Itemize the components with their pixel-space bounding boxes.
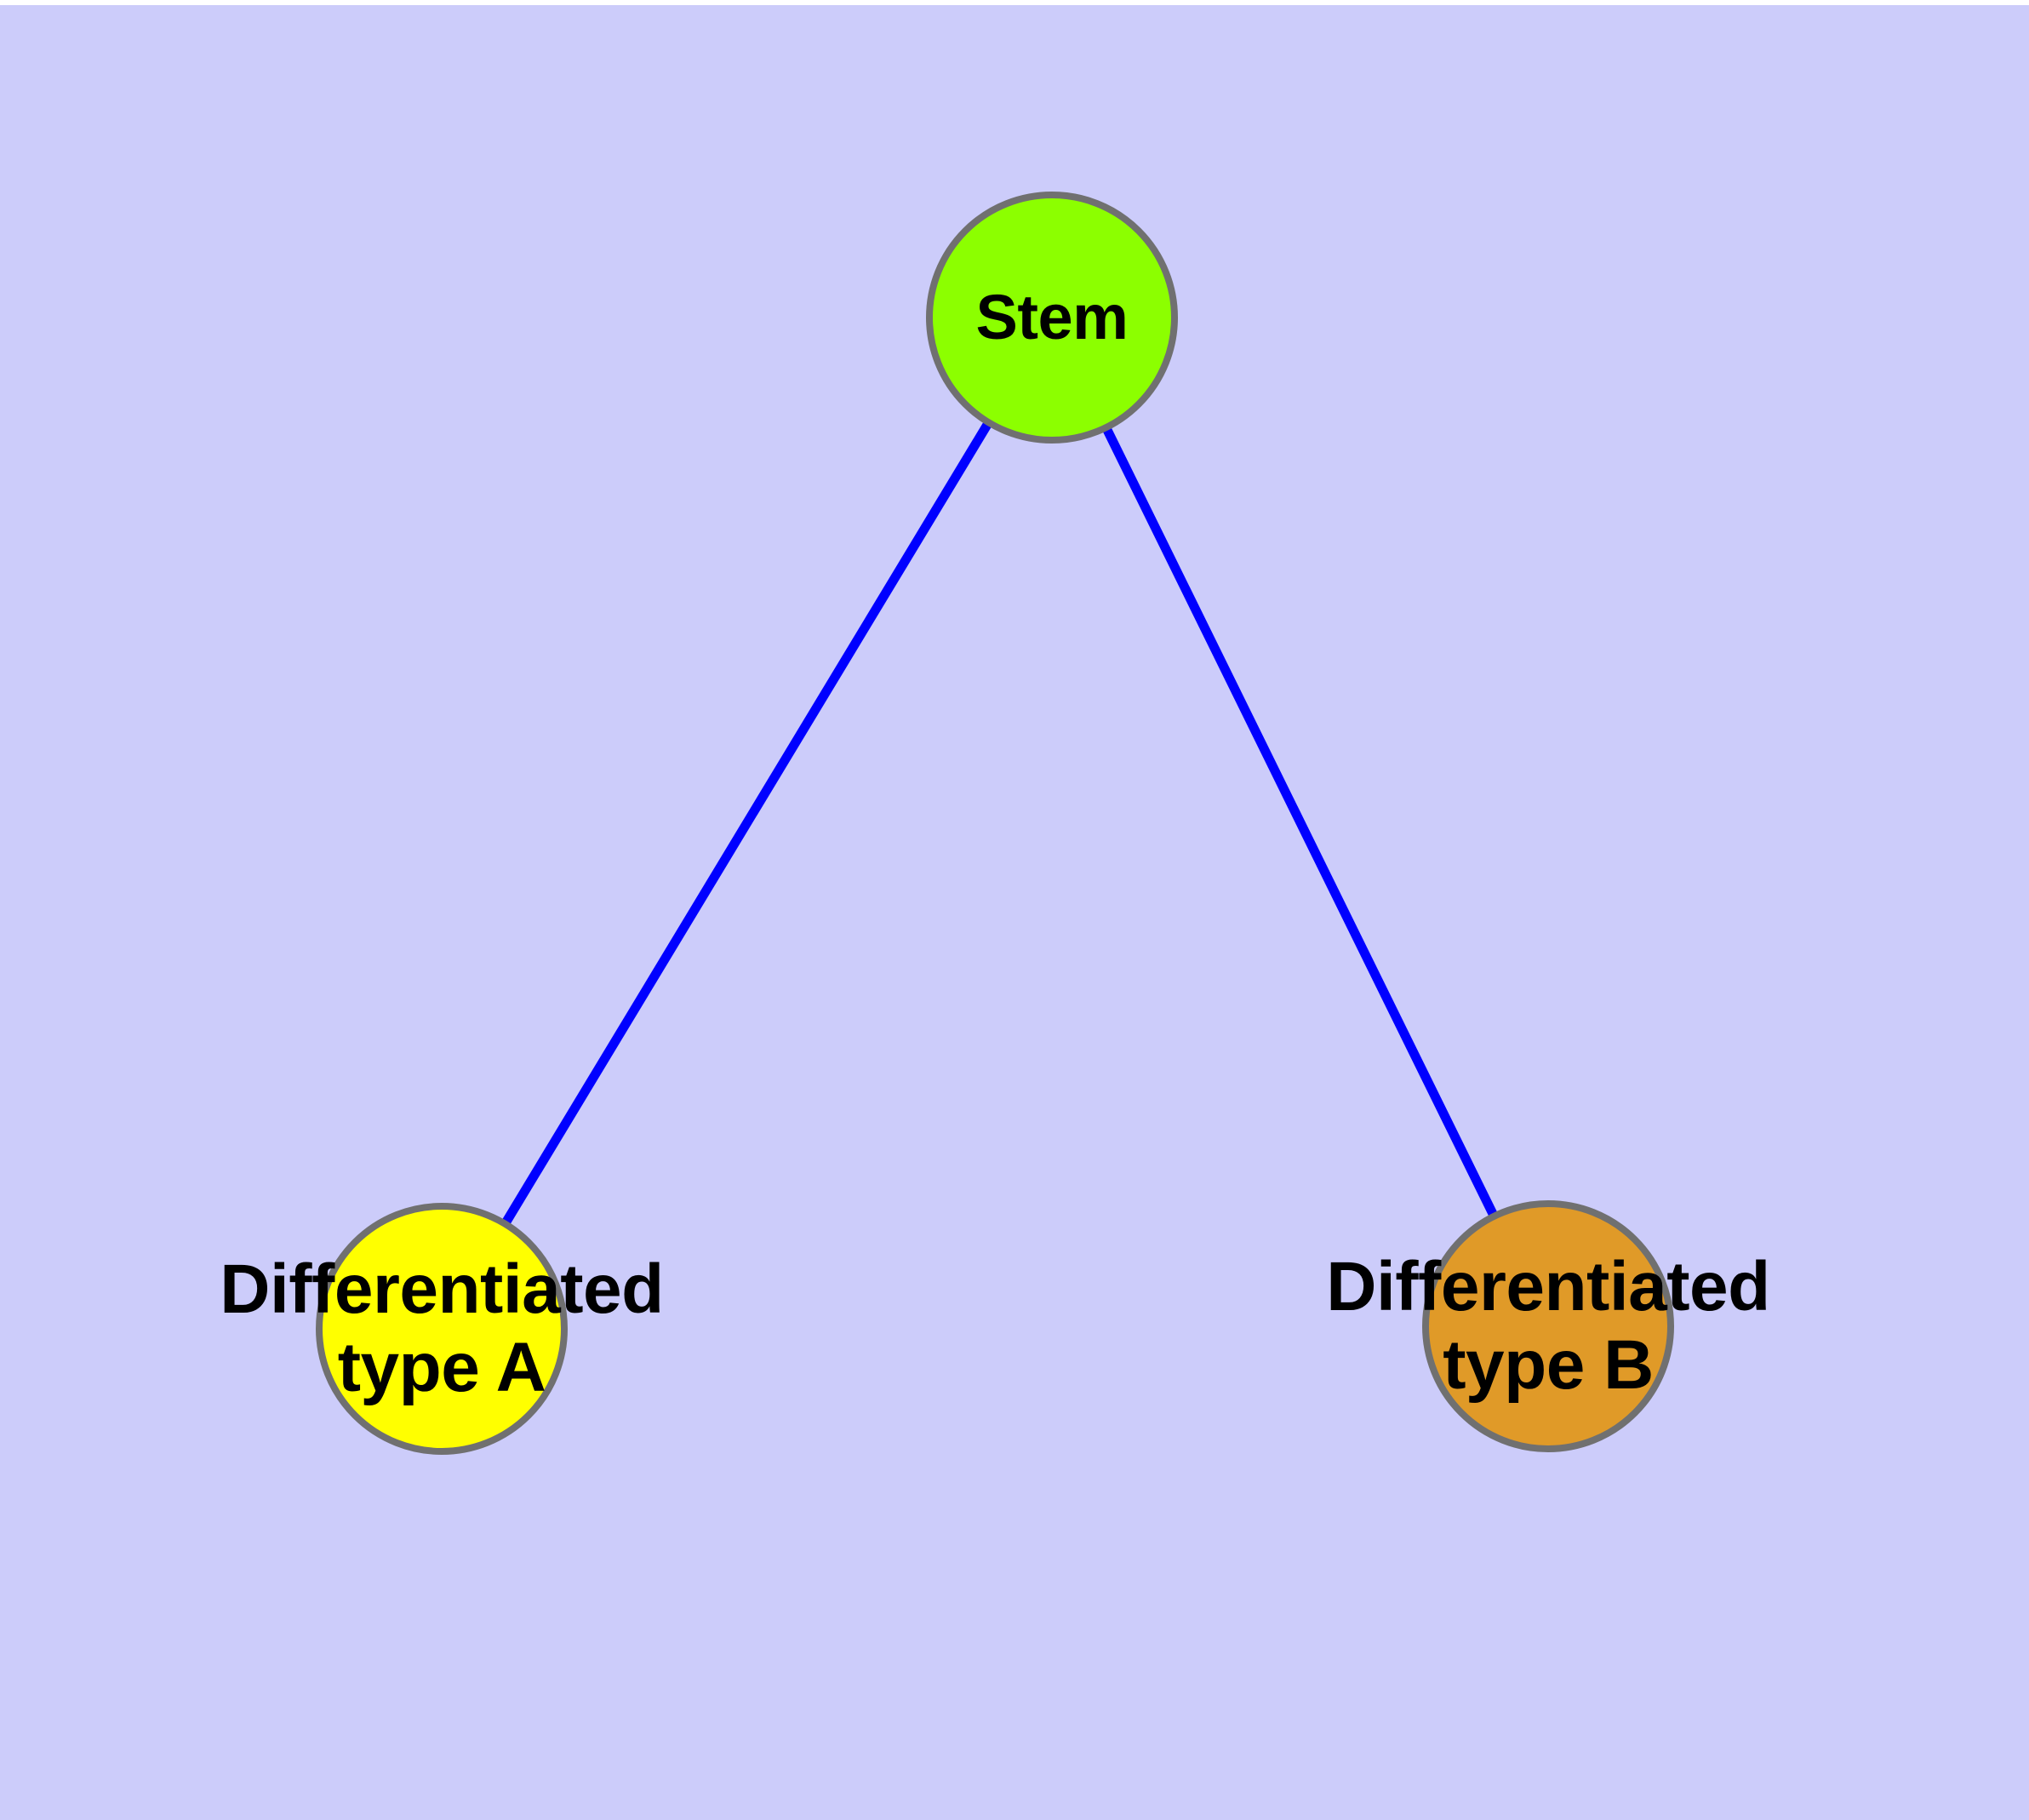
edge-stem-to-differentiated-type-a [437,315,1056,1331]
edge-stem-to-differentiated-type-b [1048,315,1552,1329]
node-differentiated-type-a[interactable] [316,1203,568,1455]
node-stem[interactable] [926,192,1178,444]
node-differentiated-type-b[interactable] [1422,1200,1674,1452]
